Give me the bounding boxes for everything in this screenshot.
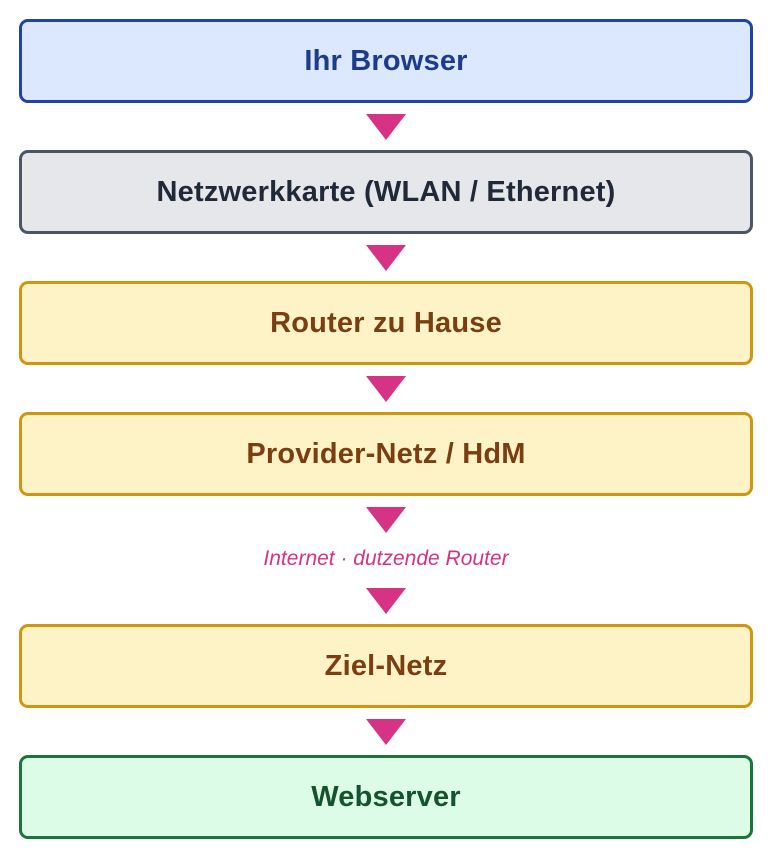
arrow-down-icon <box>366 376 406 402</box>
node-browser-label: Ihr Browser <box>304 44 468 77</box>
internet-hop-label: Internet · dutzende Router <box>263 547 509 570</box>
node-webserver: Webserver <box>19 755 753 839</box>
node-target-network: Ziel-Netz <box>19 624 753 708</box>
node-home-router: Router zu Hause <box>19 281 753 365</box>
node-provider-network: Provider-Netz / HdM <box>19 412 753 496</box>
arrow-down-icon <box>366 588 406 614</box>
node-provider-network-label: Provider-Netz / HdM <box>246 437 526 470</box>
arrow-down-icon <box>366 245 406 271</box>
node-network-card-label: Netzwerkkarte (WLAN / Ethernet) <box>156 175 616 208</box>
node-home-router-label: Router zu Hause <box>270 306 502 339</box>
node-target-network-label: Ziel-Netz <box>324 649 448 682</box>
node-network-card: Netzwerkkarte (WLAN / Ethernet) <box>19 150 753 234</box>
arrow-down-icon <box>366 507 406 533</box>
node-browser: Ihr Browser <box>19 19 753 103</box>
arrow-down-icon <box>366 719 406 745</box>
node-webserver-label: Webserver <box>311 780 461 813</box>
arrow-down-icon <box>366 114 406 140</box>
